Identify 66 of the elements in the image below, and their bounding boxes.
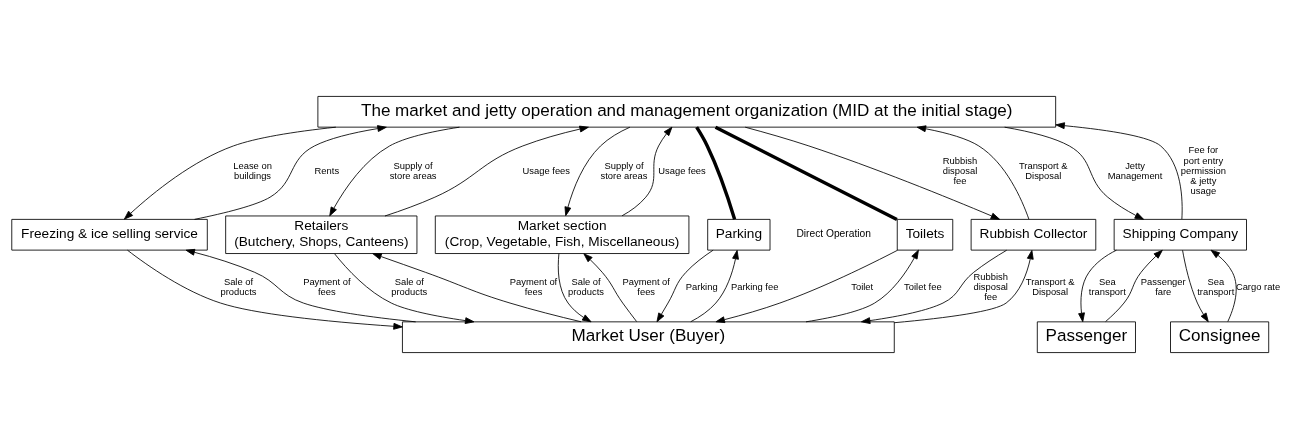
edge-label: Rents <box>314 164 340 176</box>
arrow <box>1210 249 1237 322</box>
edge-label: Payment of fees <box>509 275 558 297</box>
edge-label: Transport & Disposal <box>1025 275 1075 297</box>
arrow <box>1182 249 1209 322</box>
arrow <box>621 126 673 216</box>
arrow <box>805 249 919 322</box>
arrow <box>557 252 592 322</box>
edge-label: Supply of store areas <box>389 159 437 181</box>
arrow <box>860 249 1008 324</box>
arrow <box>185 248 417 322</box>
edge-label: Sale of products <box>220 275 257 297</box>
node-box: Market User (Buyer) <box>402 320 895 353</box>
edge-label: Usage fees <box>658 164 706 176</box>
edge-label: Jetty Management <box>1107 159 1163 181</box>
arrow <box>334 252 475 324</box>
arrow <box>583 252 638 322</box>
connector <box>695 125 737 220</box>
edge-label: Sale of products <box>391 275 428 297</box>
edge-label: Rubbish disposal fee <box>973 270 1008 302</box>
arrow <box>194 124 387 220</box>
node-box: Market section (Crop, Vegetable, Fish, Miscellaneous) <box>434 215 690 254</box>
edge-label: Usage fees <box>522 164 571 176</box>
arrow <box>123 126 337 220</box>
arrow <box>127 249 403 330</box>
arrow <box>1055 121 1183 219</box>
node-box: Shipping Company <box>1113 218 1247 251</box>
edge-label: Payment of fees <box>303 275 351 297</box>
arrow <box>372 252 582 322</box>
node-box: Passenger <box>1036 320 1136 353</box>
node-box: Retailers (Butchery, Shops, Canteens) <box>225 215 418 254</box>
edge-label: Supply of store areas <box>600 159 648 181</box>
arrow <box>893 249 1034 323</box>
edge-label: Parking <box>685 280 718 292</box>
edge-label: Toilet fee <box>904 280 942 292</box>
edge-label: Passenger fare <box>1140 275 1186 297</box>
node-box: Consignee <box>1170 320 1270 353</box>
arrow <box>1004 126 1145 220</box>
arrow <box>384 125 589 216</box>
label: Direct Operation <box>796 227 871 239</box>
edge-label: Toilet <box>851 280 874 292</box>
edge-label: Sale of products <box>568 275 604 297</box>
edge-label: Cargo rate <box>1235 280 1281 292</box>
node-box: The market and jetty operation and management organization (MID at the initial stage) <box>317 95 1057 128</box>
node-box: Rubbish Collector <box>970 218 1097 251</box>
arrow <box>564 126 631 216</box>
edge-label: Lease on buildings <box>233 159 272 181</box>
edge-label: Sea transport <box>1088 275 1126 297</box>
connector <box>714 125 898 221</box>
arrow <box>1078 249 1117 322</box>
arrow <box>916 124 1030 220</box>
arrow <box>744 126 1001 220</box>
arrow <box>1105 249 1163 322</box>
arrow <box>690 249 739 322</box>
node-box: Toilets <box>896 218 954 251</box>
edge-label: Fee for port entry permission & jetty usage <box>1180 143 1227 196</box>
node-box: Freezing & ice selling service <box>11 218 208 251</box>
edge-label: Rubbish disposal fee <box>942 154 978 186</box>
arrow <box>656 249 714 322</box>
node-box: Parking <box>707 218 771 251</box>
edge-label: Sea transport <box>1197 275 1235 297</box>
edge-label: Parking fee <box>730 280 779 292</box>
arrow <box>329 126 460 216</box>
arrow <box>715 249 898 323</box>
edge-label: Payment of fees <box>622 275 670 297</box>
edge-label: Transport & Disposal <box>1018 159 1068 181</box>
